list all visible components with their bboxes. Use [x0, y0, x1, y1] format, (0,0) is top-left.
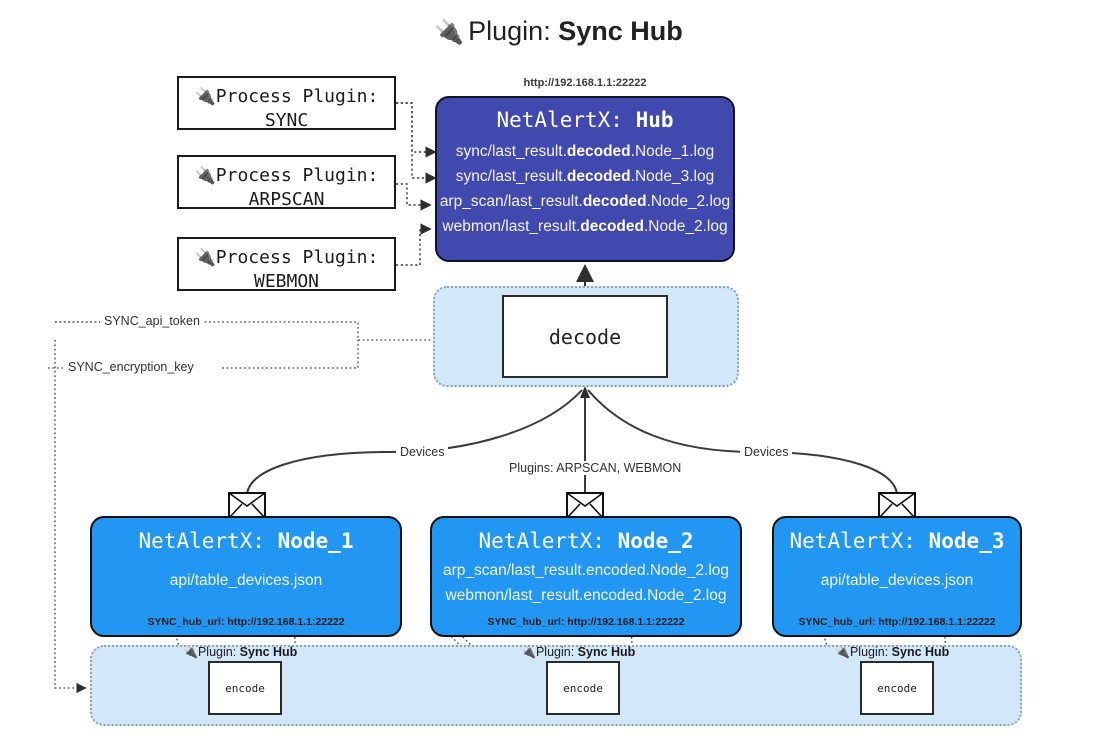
page-title-name: Sync Hub: [558, 16, 683, 46]
edge-webmon-to-log4: [396, 223, 432, 266]
node-title: NetAlertX: Node_1: [138, 529, 354, 553]
node-title: NetAlertX: Node_2: [478, 529, 694, 553]
process-plugin-line1: 🔌Process Plugin:: [194, 86, 379, 107]
node-box-node-1[interactable]: NetAlertX: Node_1 api/table_devices.json…: [90, 516, 402, 637]
hub-log-line: webmon/last_result.decoded.Node_2.log: [442, 218, 728, 236]
node-data-line: arp_scan/last_result.encoded.Node_2.log: [442, 562, 730, 579]
node-box-node-3[interactable]: NetAlertX: Node_3 api/table_devices.json…: [772, 516, 1022, 637]
hub-title: NetAlertX: Hub: [496, 108, 674, 132]
arrowhead-into-decode: [580, 386, 590, 398]
node-box-node-2[interactable]: NetAlertX: Node_2 arp_scan/last_result.e…: [430, 516, 742, 637]
edge-sync-to-log2: [396, 102, 437, 184]
encode-box-node-2[interactable]: encode: [546, 661, 620, 715]
plug-icon: 🔌: [835, 645, 850, 659]
process-plugin-line2: ARPSCAN: [248, 189, 325, 211]
edge-label-devices-right: Devices: [740, 445, 793, 459]
hub-log-line: sync/last_result.decoded.Node_3.log: [455, 168, 715, 186]
node-data-line: webmon/last_result.encoded.Node_2.log: [445, 586, 727, 604]
edge-node3-to-decode: [587, 389, 898, 497]
decode-label: decode: [548, 324, 622, 349]
envelope-icon: [878, 492, 916, 519]
config-label-encryption-key: SYNC_encryption_key: [64, 360, 198, 374]
plugin-tag-node-3: 🔌Plugin: Sync Hub: [835, 645, 950, 659]
edge-encryption-key-to-encoders: [54, 340, 87, 694]
node-hub-url: SYNC_hub_url: http://192.168.1.1:22222: [487, 616, 685, 628]
config-label-api-token: SYNC_api_token: [100, 314, 204, 328]
edge-arpscan-to-log3: [396, 183, 432, 211]
plugin-tag-node-1: 🔌Plugin: Sync Hub: [183, 645, 298, 659]
page-title: 🔌Plugin: Sync Hub: [0, 16, 1117, 47]
node-data-line: api/table_devices.json: [169, 572, 323, 589]
hub-log-line: sync/last_result.decoded.Node_1.log: [455, 143, 715, 160]
process-plugin-line2: SYNC: [264, 110, 309, 132]
node-hub-url: SYNC_hub_url: http://192.168.1.1:22222: [147, 616, 345, 628]
edge-label-plugins-center: Plugins: ARPSCAN, WEBMON: [505, 461, 686, 475]
decode-box[interactable]: decode: [502, 295, 668, 378]
hub-url-label: http://192.168.1.1:22222: [523, 77, 647, 89]
plug-icon: 🔌: [183, 645, 198, 659]
encode-label: encode: [225, 681, 265, 695]
node-data-line: api/table_devices.json: [820, 572, 974, 589]
process-plugin-line2: WEBMON: [253, 271, 320, 293]
page-title-prefix: Plugin:: [468, 16, 551, 46]
process-plugin-box-sync[interactable]: 🔌Process Plugin: SYNC: [177, 76, 396, 132]
encode-label: encode: [877, 681, 917, 695]
encode-label: encode: [563, 681, 603, 695]
plug-icon: 🔌: [194, 248, 216, 267]
process-plugin-line1: 🔌Process Plugin:: [194, 165, 379, 186]
edge-encryption-key-join: [222, 340, 359, 369]
hub-box[interactable]: NetAlertX: Hub sync/last_result.decoded.…: [435, 96, 735, 262]
envelope-icon: [228, 492, 266, 519]
edge-sync-to-log1: [396, 102, 437, 158]
plug-icon: 🔌: [434, 19, 465, 46]
plug-icon: 🔌: [521, 645, 536, 659]
node-title: NetAlertX: Node_3: [789, 529, 1005, 553]
process-plugin-box-webmon[interactable]: 🔌Process Plugin: WEBMON: [177, 237, 396, 293]
process-plugin-box-arpscan[interactable]: 🔌Process Plugin: ARPSCAN: [177, 155, 396, 211]
edge-node1-to-decode: [246, 389, 583, 497]
plugin-tag-node-2: 🔌Plugin: Sync Hub: [521, 645, 636, 659]
plug-icon: 🔌: [194, 87, 216, 106]
encode-box-node-1[interactable]: encode: [208, 661, 282, 715]
plug-icon: 🔌: [194, 166, 216, 185]
envelope-icon: [566, 492, 604, 519]
hub-log-line: arp_scan/last_result.decoded.Node_2.log: [439, 193, 731, 211]
edge-label-devices-left: Devices: [396, 445, 449, 459]
process-plugin-line1: 🔌Process Plugin:: [194, 247, 379, 268]
node-hub-url: SYNC_hub_url: http://192.168.1.1:22222: [798, 616, 996, 628]
encode-box-node-3[interactable]: encode: [860, 661, 934, 715]
